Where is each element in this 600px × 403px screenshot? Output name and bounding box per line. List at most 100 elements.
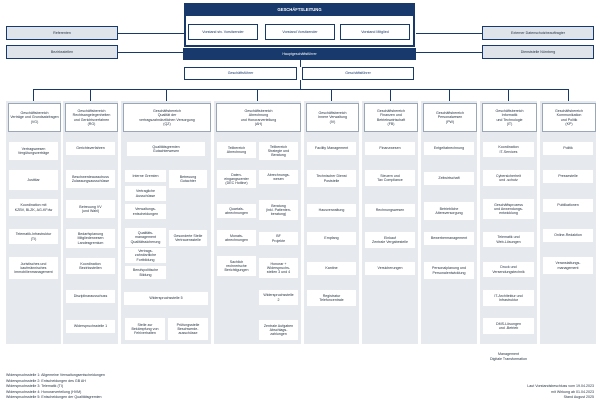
department-header: Geschäftsbereich Innere Verwaltung (IV) — [306, 103, 359, 132]
org-unit-box: Druck und Versendungstechnik — [483, 262, 534, 277]
manager-box: Geschäftsführer — [184, 67, 297, 80]
footer-note: mit Wirkung ab 01.04.2023 — [551, 389, 594, 394]
connector-line — [257, 89, 258, 101]
org-unit-box: Beschwerdeausschuss Zulassungsausschüsse — [66, 170, 115, 188]
org-unit-box: Einkauf Zentrale Vergabestelle — [365, 232, 415, 248]
org-unit-box: Vertragliche Ausschüsse — [125, 186, 166, 201]
department-header: Geschäftsbereich Qualität der vertragsza… — [123, 103, 211, 132]
org-unit-box: Kantine — [307, 262, 356, 275]
org-unit-box: Hausverwaltung — [307, 204, 356, 217]
connector-line — [299, 60, 301, 67]
org-unit-box: Personalplanung und Personalentwicklung — [424, 262, 474, 279]
org-unit-box: Stelle zur Bekämpfung von Fehlverhalten — [125, 318, 165, 340]
footer-note: Laut Vorstandsbeschluss vom 19.04.2023 — [527, 384, 594, 388]
org-unit-box: Betriebliche Altersversorgung — [424, 202, 474, 220]
org-unit-box: Zeitwirtschaft — [424, 172, 474, 185]
department-column — [421, 101, 477, 344]
connector-line — [567, 89, 569, 101]
org-unit-box: Disziplinarausschuss — [66, 290, 115, 303]
org-unit-box: Facility Management — [307, 142, 356, 155]
org-unit-box: DMS-Lösungen und -Betrieb — [483, 318, 534, 334]
connector-line — [33, 89, 568, 90]
department-header: Geschäftsbereich Informatik und Technolo… — [482, 103, 537, 132]
org-unit-box: Koordination IT-Services — [483, 142, 534, 157]
org-unit-box: Beratung (inkl. Patienten- beratung) — [259, 200, 298, 220]
org-unit-box: Management Digitale Transformation — [483, 348, 534, 365]
external-dpo-box: Externer Datenschutzbeauftragter — [482, 26, 594, 40]
connector-line — [118, 52, 184, 53]
org-unit-box: Versicherungen — [365, 262, 415, 275]
department-header: Geschäftsbereich Rechtsangelegenheiten u… — [65, 103, 118, 132]
bezirksstellen-box: Bezirksstellen — [6, 45, 118, 59]
connector-line — [416, 33, 482, 34]
department-column — [540, 101, 596, 344]
connector-line — [33, 89, 34, 101]
org-unit-box: Vertrags- zahnärztliche Fortbildung — [125, 248, 166, 263]
department-column — [6, 101, 61, 344]
org-unit-box: Registratur Telefoncentrale — [307, 290, 356, 306]
org-unit-box: Bewerbermanagement — [424, 232, 474, 245]
org-unit-box: Prüfungsstelle Beschwerde- ausschüsse — [168, 318, 208, 340]
org-unit-box: Vertragswesen Vergütungsverträge — [9, 142, 58, 160]
org-unit-box: Pressestelle — [543, 170, 593, 183]
department-column — [121, 101, 211, 344]
nuernberg-office-box: Dienststelle Nürnberg — [482, 45, 594, 59]
org-unit-box: Abrechnungs- wesen — [259, 170, 298, 184]
org-unit-box: Technischer Dienst Poststelle — [307, 170, 356, 187]
org-unit-box: Gerichtsverfahren — [66, 142, 115, 155]
org-unit-box: Geschäftsprozess und Anwendungs- entwick… — [483, 199, 534, 219]
management-title: GESCHÄFTSLEITUNG — [277, 6, 322, 12]
org-unit-box: Telematik und Web-Lösungen — [483, 232, 534, 247]
connector-line — [416, 52, 482, 53]
org-unit-box: Qualitätsgremien Gutachterwesen — [127, 142, 205, 156]
connector-line — [90, 89, 91, 101]
org-unit-box: Quartals- abrechnungen — [217, 204, 256, 218]
org-unit-box: Monats- abrechnungen — [217, 230, 256, 246]
department-header: Geschäftsbereich Abrechnung und Honorarv… — [216, 103, 301, 132]
legend-line: Widerspruchsstelle 5: Entscheidungen der… — [6, 395, 102, 399]
connector-line — [448, 89, 450, 101]
org-unit-box: Widerspruchsstelle 5 — [124, 292, 208, 305]
org-unit-box: Verwaltungs- entscheidungen — [125, 204, 166, 219]
connector-line — [299, 80, 301, 89]
manager-box: Geschäftsführer — [302, 67, 414, 80]
org-unit-box: Koordination Bezirksstellen — [66, 258, 115, 274]
legend-line: Widerspruchsstelle 3: Telematik (TI) — [6, 384, 64, 388]
org-unit-box: Rechnungswesen — [365, 204, 415, 217]
org-unit-box: Justitiar — [9, 170, 58, 190]
org-unit-box: Widerspruchsstelle 1 — [66, 320, 115, 333]
org-unit-box: Telematik-Infrastruktur (TI) — [9, 229, 58, 244]
org-unit-box: Bedarfsplanung Mitgliederwesen Landesgre… — [66, 229, 115, 248]
org-unit-box: Finanzwesen — [365, 142, 415, 155]
org-unit-box: Veranstaltungs- management — [543, 257, 593, 274]
org-unit-box: Koordination mit KZBV, BLZK, AG-KFdw — [9, 199, 58, 216]
department-header: Geschäftsbereich Kommunikation und Polit… — [542, 103, 596, 132]
org-unit-box: Sachlich rechnerische Berichtigungen — [217, 256, 256, 276]
org-unit-box: Widerspruchsstelle 2 — [259, 290, 298, 305]
org-unit-box: IT-Architektur und Infrastruktur — [483, 290, 534, 306]
org-unit-box: Betreuung Gutachter — [169, 170, 207, 188]
org-unit-box: Steuern und Tax Compliance — [365, 170, 415, 186]
org-unit-box: Politik — [543, 142, 593, 155]
department-header: Geschäftsbereich Verträge und Grundsatzf… — [8, 103, 61, 132]
connector-line — [165, 89, 167, 101]
connector-line — [331, 89, 332, 101]
department-header: Geschäftsbereich Personalwesen (PW) — [423, 103, 477, 132]
org-unit-box: Juristisches und kaufmännisches Immobili… — [9, 257, 58, 279]
board-member-box: Vorstand Mitglied — [340, 24, 410, 40]
org-unit-box: Berufspolitische Bildung — [125, 266, 166, 279]
org-unit-box: Gesonderte Stelle Vertrauensstelle — [169, 230, 207, 246]
org-unit-box: Cybersicherheit und -schutz — [483, 170, 534, 186]
legend-line: Widerspruchsstelle 4: Honorarverteilung … — [6, 389, 82, 394]
org-unit-box: Qualitäts- management Qualitätssicherung — [125, 228, 166, 247]
department-column — [362, 101, 418, 344]
board-member-box: Vorstand stv. Vorsitzender — [188, 24, 258, 40]
org-unit-box: Zentrale Aufgaben Abschlags- zahlungen — [259, 320, 298, 340]
org-unit-box: Honorar + Widerspruchs- stellen 3 und 4 — [259, 258, 298, 278]
referenten-box: Referenten — [6, 26, 118, 40]
org-unit-box: Empfang — [307, 232, 356, 245]
legend-line: Widerspruchsstelle 2: Entscheidungen des… — [6, 378, 86, 383]
main-manager-box: Hauptgeschäftsführer — [183, 48, 416, 60]
footer-note: Stand August 2025 — [563, 395, 594, 399]
